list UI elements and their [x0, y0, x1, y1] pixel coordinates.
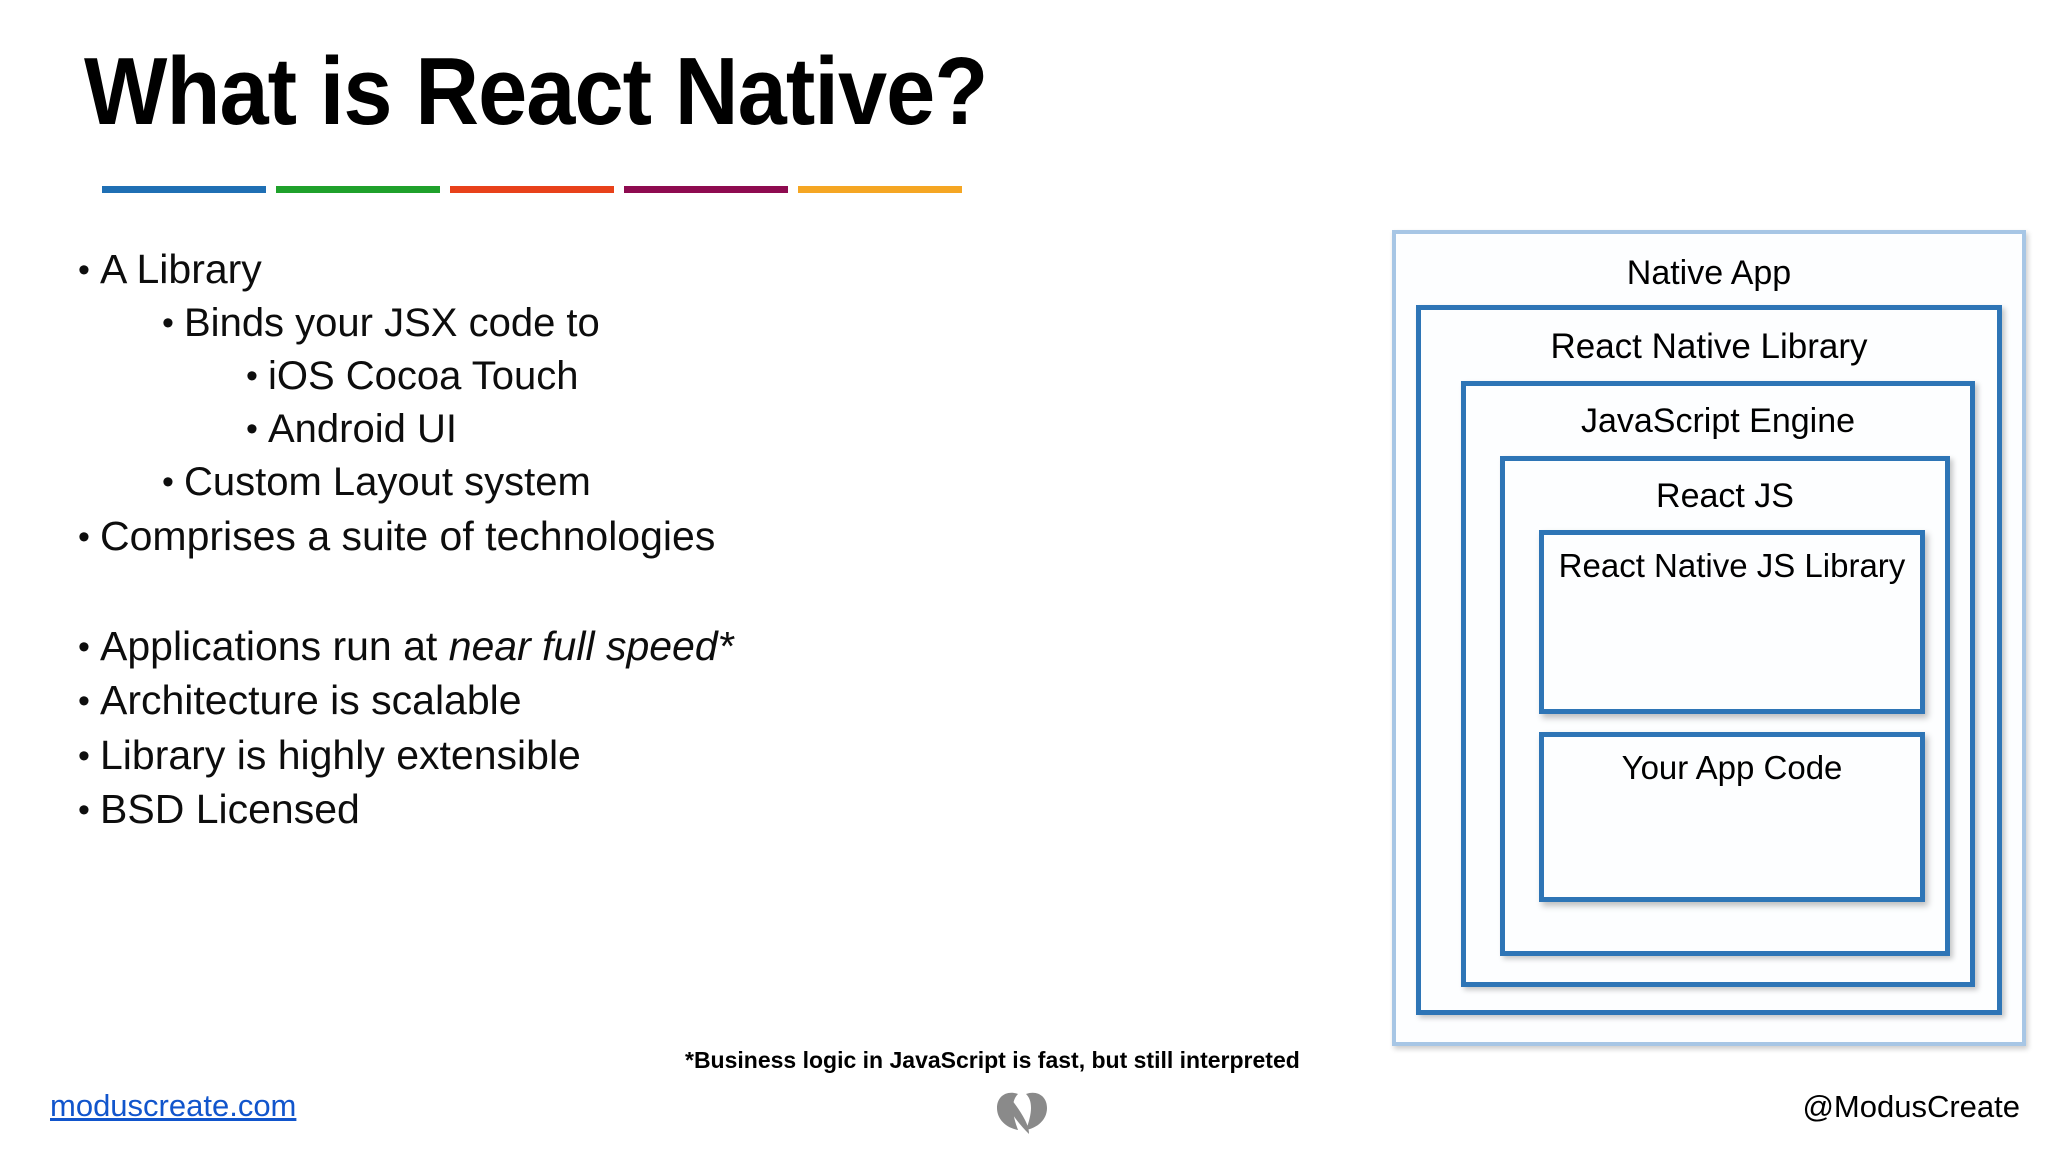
bullet-dot-icon: • — [246, 356, 258, 395]
bullet-dot-icon: • — [162, 303, 174, 342]
accent-bar-magenta — [624, 186, 788, 193]
list-item-label: Android UI — [268, 406, 457, 451]
accent-bar-red — [450, 186, 614, 193]
list-item-label: iOS Cocoa Touch — [268, 353, 579, 398]
bullet-dot-icon: • — [78, 518, 90, 557]
page-title: What is React Native? — [84, 38, 988, 145]
bullet-dot-icon: • — [162, 463, 174, 502]
diagram-box-native-app: Native App React Native Library JavaScri… — [1392, 230, 2026, 1046]
list-item: • Binds your JSX code to — [162, 297, 1328, 350]
footer-social-handle: @ModusCreate — [1802, 1089, 2020, 1124]
diagram-label-react-native-js-library: React Native JS Library — [1558, 546, 1906, 584]
list-item: • Custom Layout system — [162, 456, 1328, 509]
diagram-label-react-native-library: React Native Library — [1550, 327, 1868, 367]
bullet-dot-icon: • — [78, 682, 90, 721]
list-item: • iOS Cocoa Touch — [246, 350, 1328, 403]
list-item: • Applications run at near full speed* — [78, 619, 1328, 674]
diagram-label-react-js: React JS — [1656, 476, 1794, 515]
diagram-label-your-app-code: Your App Code — [1621, 748, 1843, 786]
accent-bar-orange — [798, 186, 962, 193]
bullet-dot-icon: • — [78, 251, 90, 289]
list-item-label: Applications run at near full speed* — [100, 619, 734, 674]
list-item-label: Architecture is scalable — [100, 677, 522, 724]
bullet-dot-icon: • — [78, 791, 90, 830]
diagram-box-react-js: React JS React Native JS Library Your Ap… — [1500, 455, 1950, 956]
diagram-box-javascript-engine: JavaScript Engine React JS React Native … — [1461, 381, 1975, 988]
list-item-label: A Library — [100, 246, 262, 292]
bullet-dot-icon: • — [78, 627, 90, 666]
list-item: • Comprises a suite of technologies — [78, 509, 1328, 564]
footnote-text: *Business logic in JavaScript is fast, b… — [685, 1047, 1300, 1073]
list-item-label: Binds your JSX code to — [184, 300, 600, 345]
list-item: • A Library — [78, 242, 1328, 297]
footer-website-link[interactable]: moduscreate.com — [50, 1088, 297, 1123]
list-item: • Architecture is scalable — [78, 673, 1328, 728]
list-item: • Android UI — [246, 403, 1328, 456]
list-item-label: Comprises a suite of technologies — [100, 513, 716, 560]
list-item: • BSD Licensed — [78, 782, 1328, 837]
bullet-dot-icon: • — [78, 736, 90, 775]
diagram-label-native-app: Native App — [1626, 254, 1792, 292]
accent-bar-group — [102, 186, 962, 193]
list-item-label-plain: Applications run at — [100, 622, 449, 669]
modus-create-leaf-logo — [985, 1084, 1059, 1144]
accent-bar-blue — [102, 186, 266, 193]
list-item-label: Custom Layout system — [184, 460, 591, 505]
diagram-label-javascript-engine: JavaScript Engine — [1580, 402, 1856, 441]
list-item-label: BSD Licensed — [100, 786, 360, 833]
architecture-diagram: Native App React Native Library JavaScri… — [1392, 230, 2026, 1046]
diagram-box-react-native-js-library: React Native JS Library — [1539, 529, 1925, 714]
list-item: • Library is highly extensible — [78, 728, 1328, 783]
accent-bar-green — [276, 186, 440, 193]
list-item-label: Library is highly extensible — [100, 731, 581, 778]
diagram-box-your-app-code: Your App Code — [1539, 731, 1925, 902]
diagram-box-react-native-library: React Native Library JavaScript Engine R… — [1416, 305, 2002, 1016]
bullet-list: • A Library • Binds your JSX code to • i… — [78, 242, 1328, 837]
bullet-dot-icon: • — [246, 409, 258, 448]
list-item-label-emphasis: near full speed* — [448, 622, 734, 669]
